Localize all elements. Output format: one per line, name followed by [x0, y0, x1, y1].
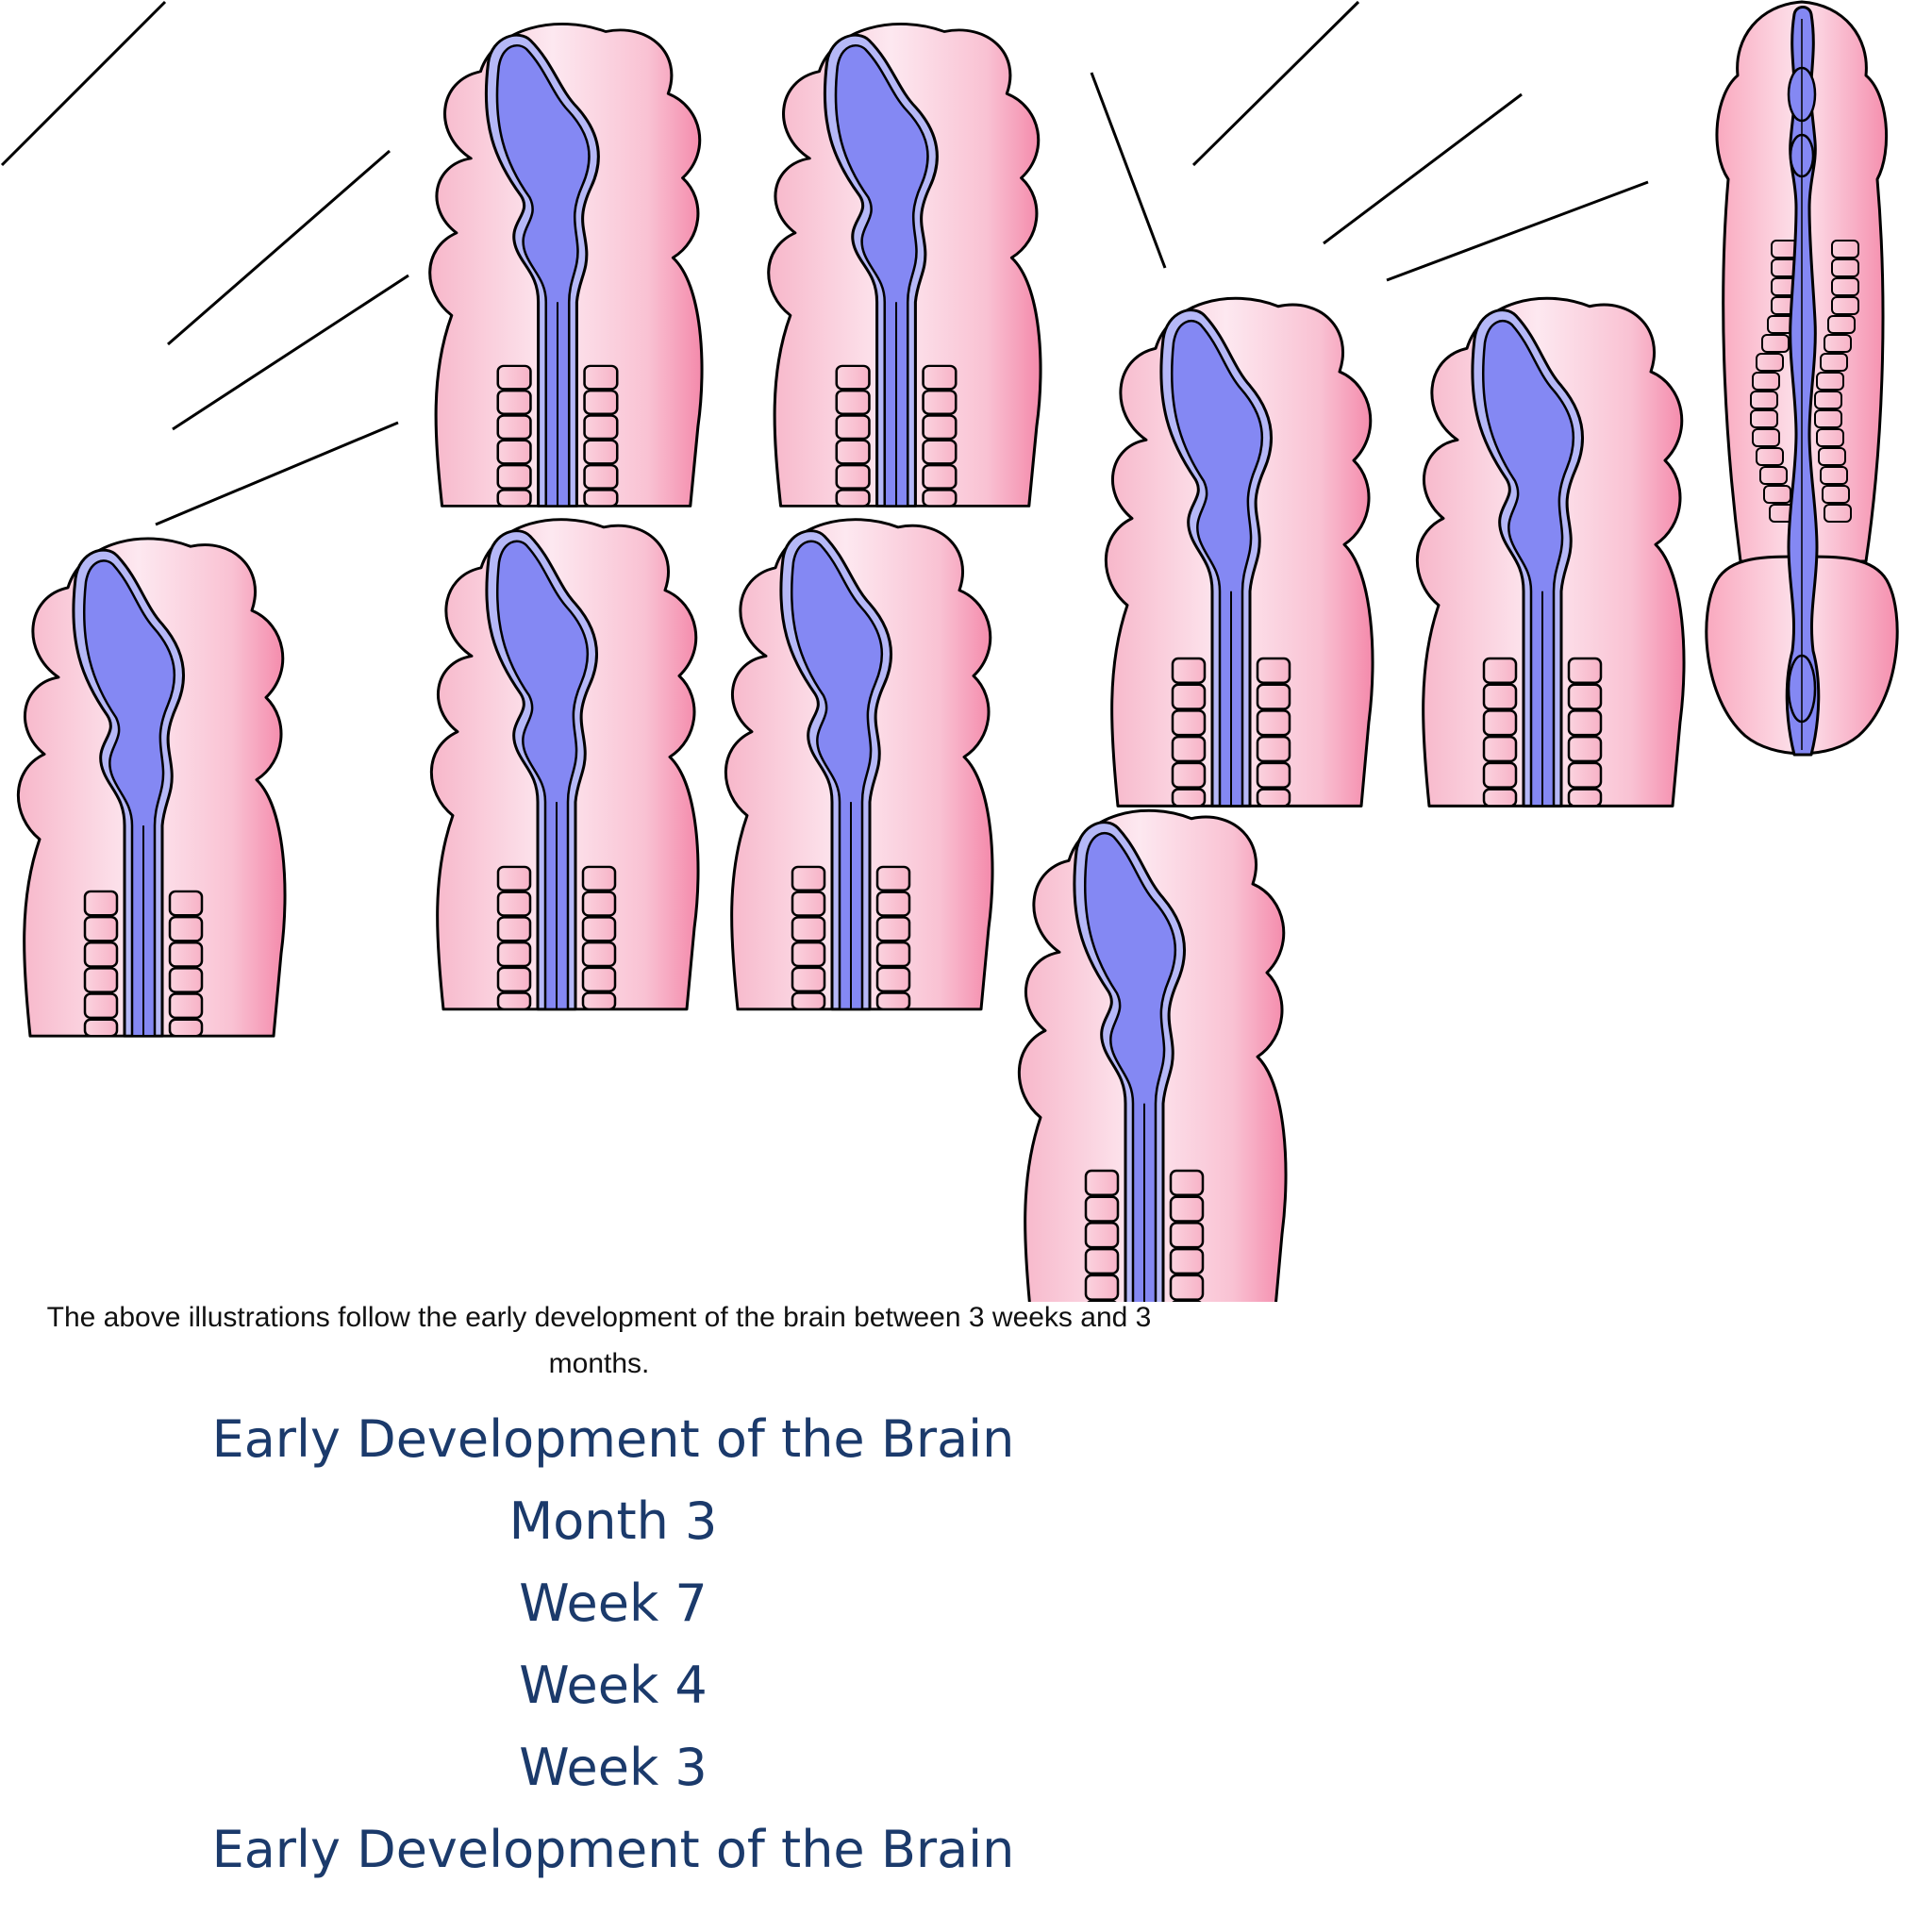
embryo-brain-illustration-1: [16, 537, 287, 1038]
label-month-3: Month 3: [508, 1491, 718, 1551]
labels-group: Early Development of the Brain Month 3 W…: [132, 1398, 1094, 1890]
label-week-7: Week 7: [519, 1574, 708, 1633]
embryo-brain-illustration-8: [1017, 808, 1288, 1302]
title-bottom: Early Development of the Brain: [211, 1820, 1015, 1879]
label-week-4: Week 4: [519, 1656, 708, 1715]
embryo-brain-illustration-5: [767, 22, 1042, 508]
embryo-brain-illustration-3: [724, 518, 994, 1011]
title-top: Early Development of the Brain: [211, 1409, 1015, 1469]
illustration-canvas: [0, 0, 1899, 1302]
pointer-lines: [0, 0, 1649, 526]
embryo-brain-illustration-2: [429, 518, 700, 1011]
label-week-3: Week 3: [519, 1738, 708, 1797]
caption-text: The above illustrations follow the early…: [46, 1302, 1152, 1379]
embryo-brain-illustration-7: [1415, 296, 1686, 808]
embryo-brain-illustration-4: [428, 22, 704, 508]
embryo-brain-illustration-6: [1104, 296, 1374, 808]
neural-tube-illustration: [1705, 0, 1899, 757]
